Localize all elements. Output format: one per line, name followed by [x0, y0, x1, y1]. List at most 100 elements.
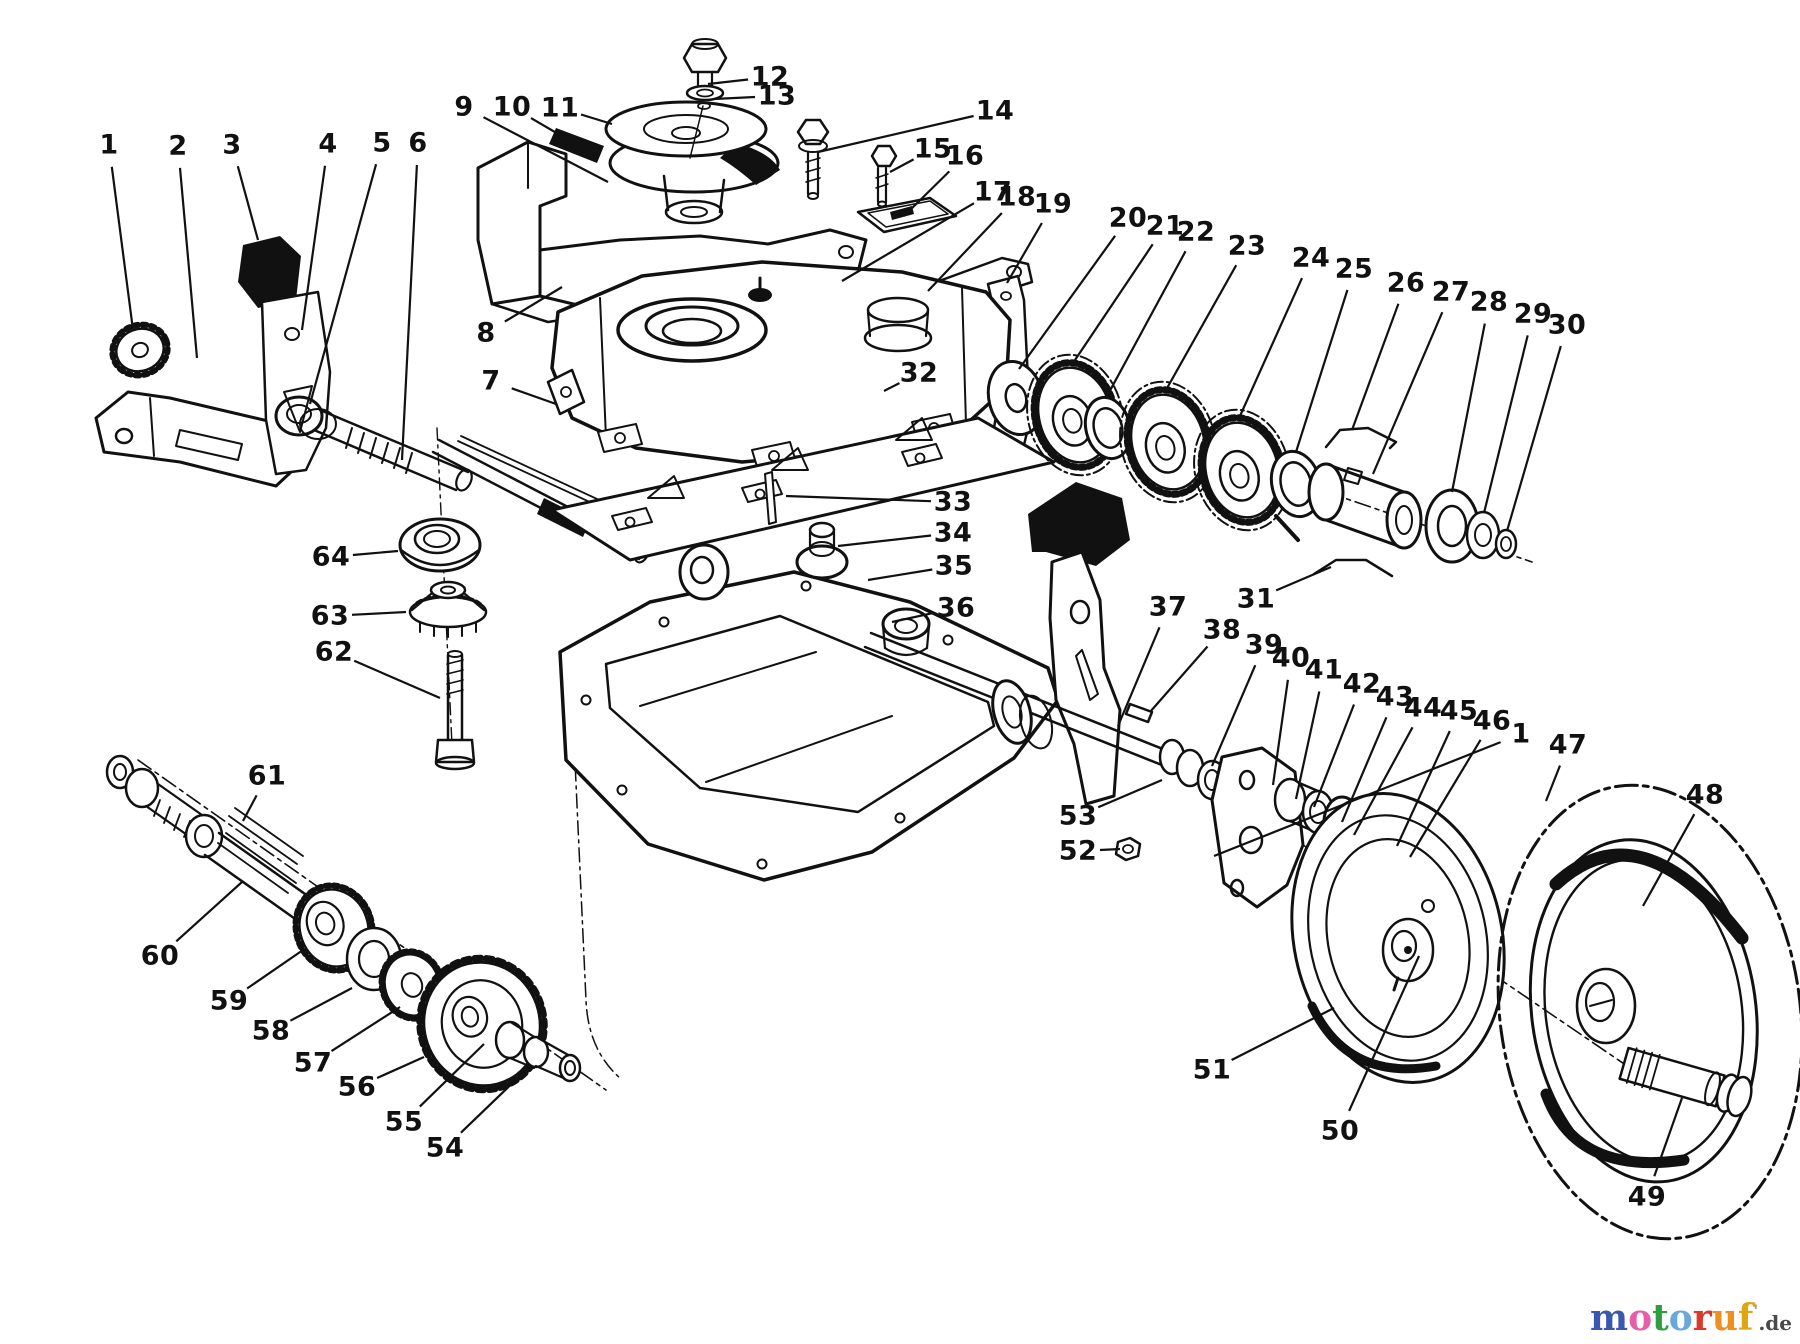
- gear-housing: [546, 260, 1012, 471]
- part-callout-18: 18: [998, 182, 1037, 213]
- leader-line-10: [530, 117, 573, 143]
- part-callout-6: 6: [408, 128, 427, 159]
- leader-line-28: [1450, 323, 1486, 493]
- wheel-rim: [1290, 792, 1506, 1084]
- part-callout-28: 28: [1470, 287, 1509, 318]
- counter-shaft-assembly: [105, 754, 582, 1094]
- part-callout-11: 11: [541, 93, 580, 124]
- part-callout-23: 23: [1228, 231, 1267, 262]
- part-callout-43: 43: [1376, 682, 1415, 713]
- part-callout-3: 3: [222, 130, 241, 161]
- shaft-spring: [312, 408, 473, 492]
- pulley-disc: [604, 100, 768, 158]
- shift-plate: [260, 290, 332, 476]
- watermark-word: motoruf: [1590, 1297, 1753, 1339]
- leader-line-37: [1116, 626, 1161, 727]
- leader-line-20: [1018, 235, 1116, 370]
- leader-line-7: [511, 387, 557, 406]
- part-callout-1: 1: [1511, 719, 1530, 750]
- leader-line-19: [1006, 222, 1043, 284]
- part-callout-47: 47: [1549, 730, 1588, 761]
- part-callout-40: 40: [1272, 643, 1311, 674]
- leader-line-27: [1371, 311, 1444, 475]
- leader-line-58: [289, 987, 353, 1022]
- part-callout-5: 5: [372, 128, 391, 159]
- part-callout-42: 42: [1343, 669, 1382, 700]
- part-callout-38: 38: [1203, 615, 1242, 646]
- part-callout-62: 62: [315, 637, 354, 668]
- leader-line-1: [110, 166, 135, 331]
- leader-line-30: [1505, 345, 1562, 532]
- gasket-plate: [550, 416, 1056, 562]
- bevel-gear-set: [398, 517, 488, 771]
- part-callout-17: 17: [974, 177, 1013, 208]
- part-callout-2: 2: [168, 131, 187, 162]
- leader-line-38: [1149, 645, 1209, 713]
- leader-line-64: [352, 549, 399, 557]
- leader-line-23: [1165, 264, 1238, 391]
- leader-line-53: [1097, 778, 1163, 809]
- leader-line-55: [419, 1043, 485, 1108]
- clutch-gear-24: [1193, 408, 1291, 532]
- part-callout-63: 63: [311, 601, 350, 632]
- cap-screw-62: [434, 650, 476, 771]
- leader-line-25: [1294, 289, 1349, 453]
- leader-line-40: [1271, 679, 1289, 786]
- part-callout-4: 4: [318, 129, 337, 160]
- leader-line-13: [713, 95, 756, 101]
- shaft-key-61: [228, 807, 304, 865]
- leader-line-54: [460, 1071, 525, 1134]
- part-callout-9: 9: [454, 92, 473, 123]
- part-callout-24: 24: [1292, 243, 1331, 274]
- part-callout-49: 49: [1628, 1182, 1667, 1213]
- part-callout-39: 39: [1245, 630, 1284, 661]
- leader-line-36: [891, 611, 935, 624]
- watermark-letter: m: [1590, 1297, 1629, 1339]
- part-callout-16: 16: [946, 141, 985, 172]
- watermark-letter: u: [1711, 1297, 1738, 1339]
- part-callout-46: 46: [1473, 706, 1512, 737]
- leader-line-42: [1312, 704, 1356, 808]
- part-callout-36: 36: [937, 593, 976, 624]
- part-callout-20: 20: [1109, 203, 1148, 234]
- part-callout-37: 37: [1149, 592, 1188, 623]
- spring-clip-26: [1324, 426, 1398, 450]
- leader-line-17: [841, 202, 975, 282]
- part-callout-59: 59: [210, 986, 249, 1017]
- part-callout-33: 33: [934, 487, 973, 518]
- leader-line-16: [903, 170, 951, 217]
- leader-line-44: [1353, 726, 1414, 836]
- watermark-letter: o: [1628, 1297, 1653, 1339]
- part-callout-1: 1: [99, 130, 118, 161]
- leader-line-56: [376, 1055, 425, 1080]
- leader-line-49: [1653, 1097, 1684, 1177]
- part-callout-54: 54: [426, 1133, 465, 1164]
- part-callout-64: 64: [312, 542, 351, 573]
- wheel-hub-50: [1381, 899, 1435, 992]
- pan-boss-34: [795, 521, 849, 580]
- part-callout-58: 58: [252, 1016, 291, 1047]
- watermark-letter: t: [1652, 1297, 1669, 1339]
- spindle-bolt: [682, 38, 728, 88]
- leader-line-34: [837, 534, 932, 548]
- washer-30: [1494, 528, 1518, 560]
- leader-line-50: [1348, 955, 1421, 1112]
- leader-line-52: [1099, 847, 1121, 852]
- part-callout-45: 45: [1440, 696, 1479, 727]
- leader-line-60: [175, 881, 243, 943]
- leader-line-31: [1275, 565, 1332, 592]
- thrust-washer-20: [986, 360, 1046, 436]
- part-callout-30: 30: [1548, 310, 1587, 341]
- part-callout-61: 61: [248, 761, 287, 792]
- part-callout-60: 60: [141, 941, 180, 972]
- leader-line-11: [580, 113, 613, 126]
- leader-line-4: [300, 165, 327, 331]
- leader-line-5: [308, 163, 378, 405]
- part-callout-35: 35: [935, 551, 974, 582]
- part-callout-57: 57: [294, 1048, 333, 1079]
- leader-line-45: [1396, 730, 1451, 847]
- spring-clip-31: [1312, 558, 1394, 578]
- leader-line-15: [889, 158, 915, 173]
- part-callout-55: 55: [385, 1107, 424, 1138]
